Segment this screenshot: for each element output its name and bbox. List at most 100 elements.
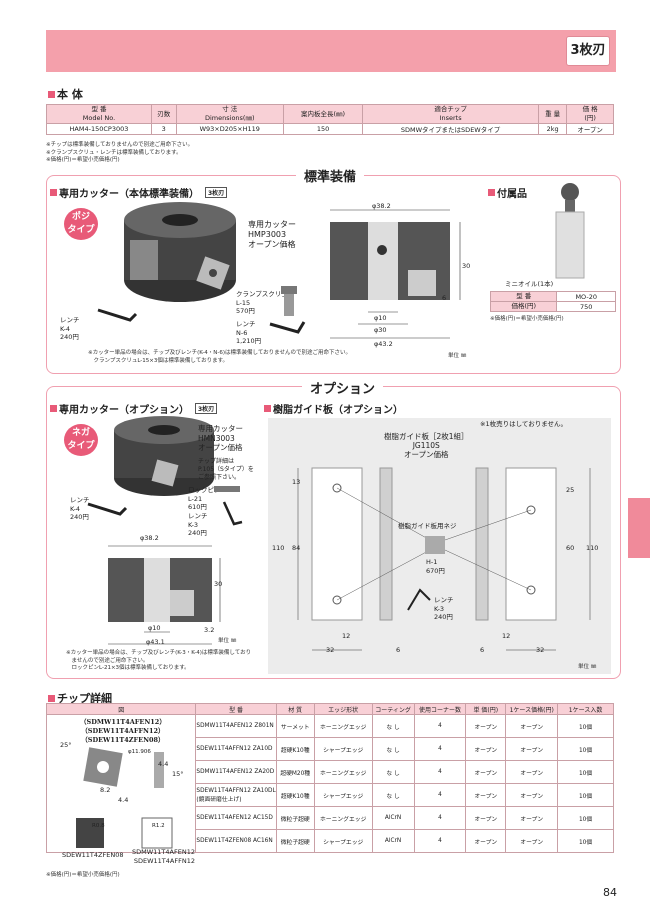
main-body-header-cell: 寸 法 Dimensions(㎜) xyxy=(175,104,284,124)
chip-cell: 10個 xyxy=(557,714,614,738)
chip-dim-phi: φ11.906 xyxy=(128,749,151,755)
chip-cell: ホーニングエッジ xyxy=(313,806,373,830)
chip-cell: SDEW11T4AFEN12 AC15D xyxy=(195,806,277,830)
h1-label: H-1 670円 xyxy=(426,558,445,575)
chip-table: 図型 番材 質エッジ形状コーティング使用コーナー数単 価(円)1ケース価格(円)… xyxy=(45,703,614,853)
wrench-k3-image xyxy=(222,501,243,526)
chip-reference: チップ詳細は P.105（Sタイプ）を ご参照下さい。 xyxy=(198,458,254,481)
opt-dim-d43: φ43.1 xyxy=(146,638,165,646)
chip-figure-caption: （SDMW11T4AFEN12） （SDEW11T4AFFN12） （SDEW1… xyxy=(80,718,166,744)
option-banner: オプション xyxy=(302,378,384,397)
main-body-cell: 3 xyxy=(150,123,177,135)
chip-figure-drawing xyxy=(76,747,173,849)
main-body-header-cell: 案内板全長(㎜) xyxy=(282,104,364,124)
chip-dim-r12: R1.2 xyxy=(152,823,165,829)
blade-count-tag: 3枚刃 xyxy=(566,36,610,66)
opt-dim-h30: 30 xyxy=(214,580,223,588)
main-body-table: 型 番 Model No.刃数寸 法 Dimensions(㎜)案内板全長(㎜)… xyxy=(46,104,614,135)
gdim-h: 60 xyxy=(566,544,575,552)
guide-note: ※1枚売りはしておりません。 xyxy=(480,420,567,428)
chip-cell: 超硬K10種 xyxy=(275,783,315,807)
chip-cell: SDEW11T4AFFN12 ZA10D xyxy=(195,737,277,761)
chip-cell: オープン xyxy=(465,783,507,807)
main-body-notes: ※チップは標準装備しておりませんので別途ご用命下さい。※クランプスクリュ・レンチ… xyxy=(46,142,193,165)
chip-cell: オープン xyxy=(465,760,507,784)
chip-cell: 超硬M20種 xyxy=(275,760,315,784)
gdim-g: 25 xyxy=(566,486,575,494)
side-index-tab xyxy=(628,498,650,558)
chip-cell: SDEW11T4ZFEN08 AC16N xyxy=(195,829,277,853)
clamp-screw-label: クランプスクリュ L-15 570円 xyxy=(236,290,288,315)
option-dimension-drawing xyxy=(108,545,221,645)
std-dim-h6: 6 xyxy=(442,294,447,302)
chip-heading: チップ詳細 xyxy=(48,690,112,706)
chip-dim-44b: 4.4 xyxy=(118,796,129,804)
main-body-note: ※価格(円)＝希望小売価格(円) xyxy=(46,157,120,163)
chip-cell: SDMW11T4AFEN12 Z801N xyxy=(195,714,277,738)
chip-cell: な し xyxy=(371,760,415,784)
wrench-k4-image xyxy=(97,308,138,322)
standard-cutter-heading: 専用カッター（本体標準装備）3枚刃 xyxy=(50,185,228,200)
gdim-j: 12 xyxy=(502,632,511,640)
chip-cell: オープン xyxy=(505,829,559,853)
chip-cell: オープン xyxy=(505,806,559,830)
std-dim-d43: φ43.2 xyxy=(374,340,393,348)
chip-cell: オープン xyxy=(465,714,507,738)
main-body-cell: W93×D205×H119 xyxy=(175,123,284,135)
chip-dim-15: 15° xyxy=(172,770,184,778)
option-wrench-k4-label: レンチ K-4 240円 xyxy=(70,496,90,521)
lockpin-label: ロックピン L-21 610円 xyxy=(188,486,221,511)
chip-fig-label-1: SDEW11T4ZFEN08 xyxy=(62,851,124,859)
chip-cell: な し xyxy=(371,714,415,738)
chip-cell: な し xyxy=(371,783,415,807)
gdim-b: 84 xyxy=(292,544,301,552)
chip-header-cell: 1ケース入数 xyxy=(557,703,614,715)
gdim-d: 12 xyxy=(342,632,351,640)
opt-dim-d10: φ10 xyxy=(148,624,161,632)
gdim-a: 13 xyxy=(292,478,301,486)
chip-cell: SDMW11T4AFEN12 ZA20D xyxy=(195,760,277,784)
main-body-cell: SDMWタイプまたはSDEWタイプ xyxy=(362,123,540,135)
std-dim-d10: φ10 xyxy=(374,314,387,322)
guide-wrench-label: レンチ K-3 240円 xyxy=(434,596,454,621)
option-unit: 単位 ㎜ xyxy=(218,638,237,644)
nega-type-badge: ネガ タイプ xyxy=(64,424,98,456)
chip-cell: 4 xyxy=(413,737,467,761)
main-body-cell: HAM4-150CP3003 xyxy=(46,123,152,135)
standard-note: ※カッター単品の場合は、チップ及びレンチ(K-4・N-6)は標準装備しておりませ… xyxy=(88,350,352,364)
clamp-screw-image xyxy=(281,286,297,316)
main-body-header-cell: 重 量 xyxy=(538,104,568,124)
main-body-cell: 2kg xyxy=(538,123,568,135)
standard-dimension-drawing xyxy=(330,209,461,339)
posi-type-badge: ポジ タイプ xyxy=(64,208,98,240)
option-cutter-image xyxy=(114,416,214,496)
opt-dim-h32: 3.2 xyxy=(204,626,215,634)
standard-unit: 単位 ㎜ xyxy=(448,353,467,359)
chip-cell: 10個 xyxy=(557,783,614,807)
main-body-cell: オープン xyxy=(566,123,614,135)
chip-header-cell: エッジ形状 xyxy=(313,703,373,715)
chip-cell: 超硬K10種 xyxy=(275,737,315,761)
chip-cell: オープン xyxy=(505,783,559,807)
gdim-l: 6 xyxy=(480,646,485,654)
chip-header-cell: 型 番 xyxy=(195,703,277,715)
chip-header-cell: 材 質 xyxy=(275,703,315,715)
chip-cell: 4 xyxy=(413,760,467,784)
guide-plate-drawing xyxy=(297,467,591,651)
chip-cell: 4 xyxy=(413,806,467,830)
chip-header-cell: 図 xyxy=(45,703,197,715)
accessory-caption: ミニオイル(1本) xyxy=(505,280,554,288)
gdim-f: 6 xyxy=(396,646,401,654)
chip-dim-44: 4.4 xyxy=(158,760,169,768)
chip-cell: 4 xyxy=(413,714,467,738)
chip-cell: 10個 xyxy=(557,829,614,853)
chip-dim-r08: R0.8 xyxy=(92,823,105,829)
gdim-c: 110 xyxy=(272,544,285,552)
chip-cell: 微粒子超硬 xyxy=(275,806,315,830)
chip-header-cell: コーティング xyxy=(371,703,415,715)
chip-cell: AlCrN xyxy=(371,829,415,853)
main-body-heading: 本 体 xyxy=(48,86,83,102)
main-body-header-cell: 型 番 Model No. xyxy=(46,104,152,124)
